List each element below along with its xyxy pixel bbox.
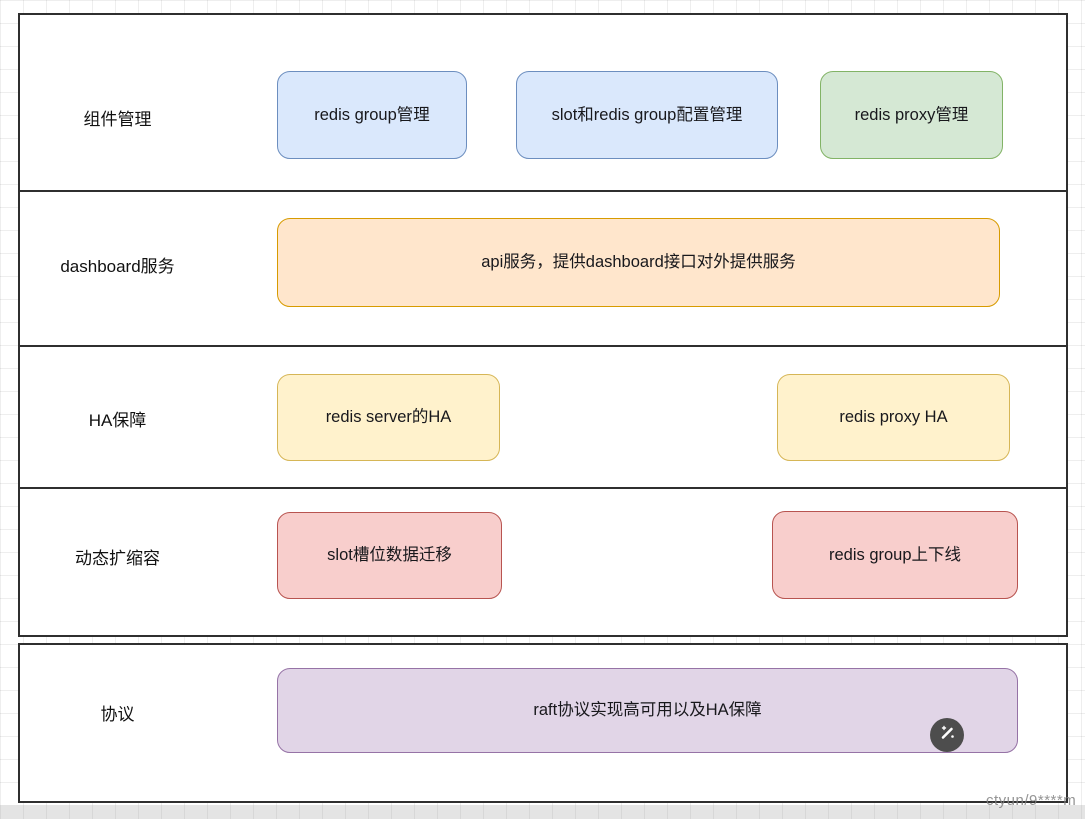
node-text: raft协议实现高可用以及HA保障 bbox=[533, 701, 762, 720]
node-redis-proxy-ha[interactable]: redis proxy HA bbox=[777, 374, 1010, 461]
row-label-dynamic-scaling: 动态扩缩容 bbox=[75, 549, 160, 568]
node-text: api服务，提供dashboard接口对外提供服务 bbox=[481, 253, 796, 272]
canvas-bottom-edge bbox=[0, 805, 1085, 819]
row-label-component-management: 组件管理 bbox=[83, 110, 152, 129]
row-divider bbox=[18, 190, 1068, 192]
node-redis-proxy-management[interactable]: redis proxy管理 bbox=[820, 71, 1003, 159]
node-text: redis proxy管理 bbox=[854, 105, 969, 124]
node-text: redis proxy HA bbox=[839, 408, 948, 427]
node-slot-data-migration[interactable]: slot槽位数据迁移 bbox=[277, 512, 502, 599]
row-label-dashboard-service: dashboard服务 bbox=[60, 257, 175, 276]
row-label-ha-guarantee: HA保障 bbox=[88, 411, 147, 430]
node-text: redis group管理 bbox=[314, 105, 430, 124]
node-api-service[interactable]: api服务，提供dashboard接口对外提供服务 bbox=[277, 218, 1000, 307]
row-divider bbox=[18, 345, 1068, 347]
watermark-text: ctyun/9****m bbox=[986, 792, 1077, 809]
magic-wand-icon bbox=[938, 723, 957, 747]
node-redis-server-ha[interactable]: redis server的HA bbox=[277, 374, 500, 461]
magic-wand-button[interactable] bbox=[930, 718, 964, 752]
node-text: redis server的HA bbox=[325, 408, 452, 427]
row-label-protocol: 协议 bbox=[100, 705, 135, 724]
node-raft-protocol[interactable]: raft协议实现高可用以及HA保障 bbox=[277, 668, 1018, 753]
node-slot-redis-group-config-management[interactable]: slot和redis group配置管理 bbox=[516, 71, 778, 159]
node-redis-group-management[interactable]: redis group管理 bbox=[277, 71, 467, 159]
node-text: slot和redis group配置管理 bbox=[551, 105, 743, 124]
node-text: slot槽位数据迁移 bbox=[327, 546, 452, 565]
row-divider bbox=[18, 487, 1068, 489]
node-redis-group-online-offline[interactable]: redis group上下线 bbox=[772, 511, 1018, 599]
node-text: redis group上下线 bbox=[828, 545, 962, 564]
